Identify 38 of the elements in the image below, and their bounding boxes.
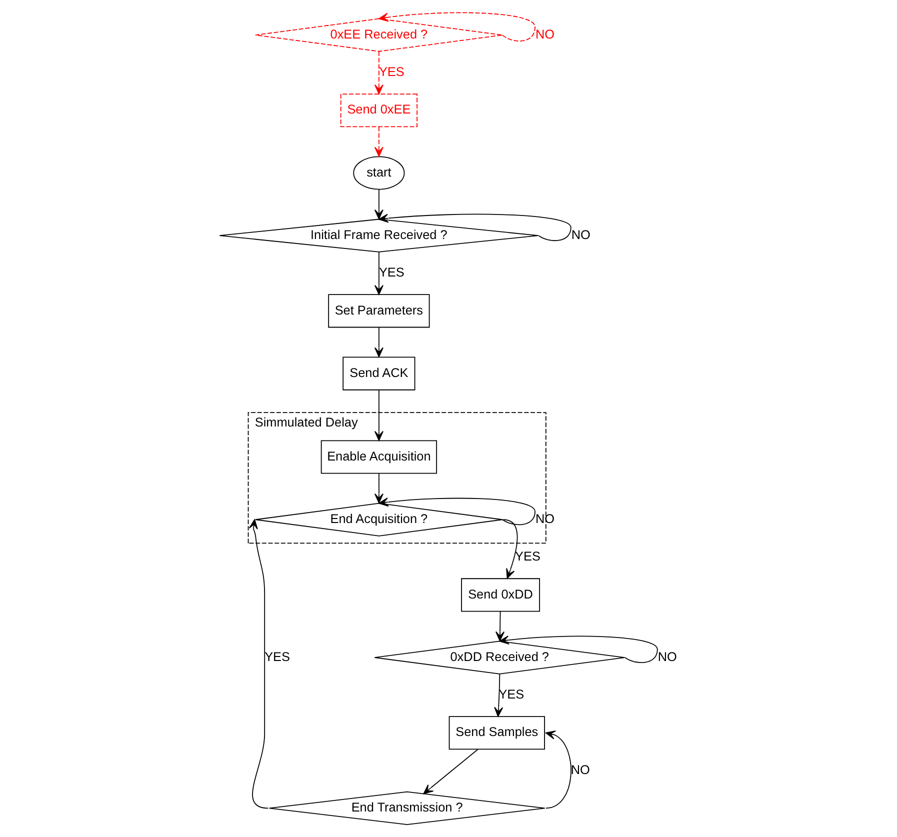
arrow xyxy=(378,214,572,242)
arrow xyxy=(495,611,505,642)
arrow xyxy=(374,327,384,358)
node-diamond: 0xEE Received ? xyxy=(255,18,503,52)
arrow xyxy=(374,252,384,295)
arrow xyxy=(545,730,572,809)
edge-label: NO xyxy=(536,27,555,42)
node-ellipse: start xyxy=(353,156,405,190)
arrow xyxy=(494,673,504,717)
node-box: Send Samples xyxy=(448,716,545,750)
edge-label: YES xyxy=(515,550,540,564)
arrow xyxy=(499,636,658,664)
node-diamond: Initial Frame Received ? xyxy=(219,218,539,252)
arrow xyxy=(374,126,384,157)
node-diamond: 0xDD Received ? xyxy=(374,640,626,674)
edge-label: YES xyxy=(378,65,404,80)
arrow xyxy=(374,51,384,94)
arrow xyxy=(374,473,384,504)
arrow xyxy=(374,189,384,220)
node-box: Set Parameters xyxy=(328,294,430,328)
arrow xyxy=(374,390,384,441)
node-diamond: End Acquisition ? xyxy=(255,502,503,536)
arrow xyxy=(502,519,518,579)
arrow xyxy=(423,748,478,794)
arrow xyxy=(248,519,269,809)
node-box: Send 0xEE xyxy=(340,94,418,128)
edge-label: YES xyxy=(498,688,524,702)
edge-label: YES xyxy=(264,650,290,664)
edge-label: NO xyxy=(658,650,677,664)
edge-label: NO xyxy=(571,228,590,242)
node-box: Send 0xDD xyxy=(461,578,540,612)
edge-label: NO xyxy=(570,762,590,777)
node-box: Send ACK xyxy=(342,356,416,390)
edge-label: YES xyxy=(378,266,404,280)
arrow xyxy=(378,12,536,42)
node-diamond: End Transmission ? xyxy=(268,791,546,825)
node-box: Enable Acquisition xyxy=(320,440,438,474)
arrow xyxy=(378,498,536,526)
